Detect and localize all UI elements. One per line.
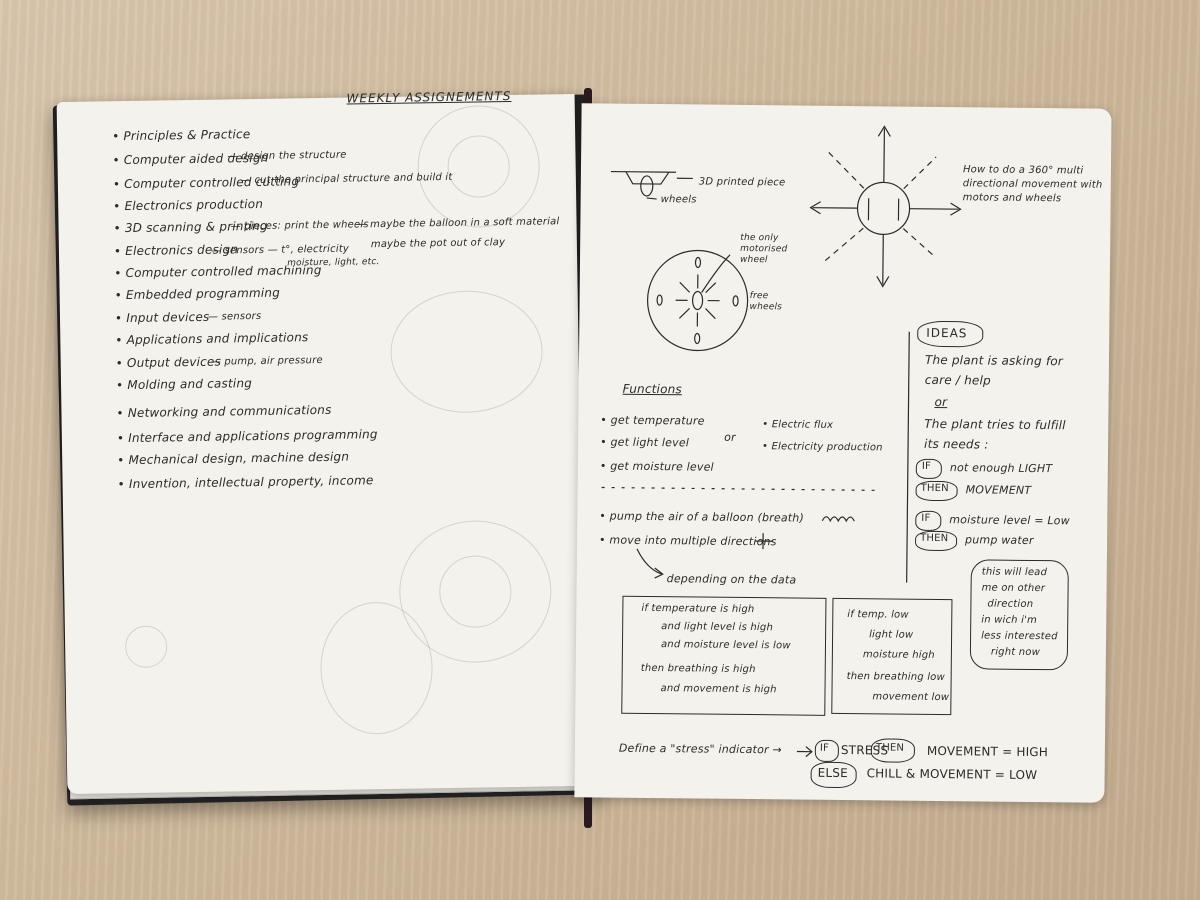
bubble-line: me on other xyxy=(981,582,1046,595)
movement-high: MOVEMENT = HIGH xyxy=(926,743,1049,760)
note: — design the structure xyxy=(227,149,347,163)
ideas-bubble: IDEAS xyxy=(917,320,984,348)
bubble-line: direction xyxy=(987,598,1034,611)
list-item: • Interface and applications programming xyxy=(116,427,378,446)
condition-line: then breathing is high xyxy=(640,662,756,676)
or-label: or xyxy=(724,430,736,444)
function-item: • get temperature xyxy=(600,413,705,428)
list-item: • Embedded programming xyxy=(114,285,281,303)
movement-low: CHILL & MOVEMENT = LOW xyxy=(866,766,1038,783)
right-page: 3D printed piece wheels the only motoris… xyxy=(574,103,1112,803)
wheel-diagram xyxy=(646,249,749,352)
movement-question: How to do a 360° multi directional movem… xyxy=(962,164,1103,205)
note: — sensors xyxy=(207,310,262,323)
movement-diagram xyxy=(809,125,962,288)
condition-line: and light level is high xyxy=(661,621,774,634)
condition-line: moisture high xyxy=(862,649,935,661)
condition-line: movement low xyxy=(872,691,950,704)
list-item: • Invention, intellectual property, inco… xyxy=(117,473,374,492)
ghost-circle xyxy=(389,289,544,414)
list-item: • Computer controlled machining xyxy=(114,262,322,281)
condition-box-high: if temperature is high and light level i… xyxy=(621,595,827,716)
action-item: • pump the air of a balloon (breath) xyxy=(599,509,805,525)
list-item: • Electronics production xyxy=(113,196,264,214)
list-item: • Input devices xyxy=(114,309,210,326)
stress-define: Define a "stress" indicator → xyxy=(618,741,782,757)
note: maybe the pot out of clay xyxy=(370,237,506,251)
condition-box-low: if temp. low light low moisture high the… xyxy=(831,597,953,716)
then-bubble: THEN xyxy=(870,738,916,763)
free-wheels-label: free wheels xyxy=(749,291,783,313)
then-label: THEN xyxy=(875,742,905,754)
motorised-wheel-label: the only motorised wheel xyxy=(739,232,788,266)
electric-item: • Electricity production xyxy=(762,441,883,454)
function-item: • get moisture level xyxy=(599,459,714,474)
wheels-label: wheels xyxy=(660,194,697,206)
else-label: ELSE xyxy=(817,765,849,781)
idea-line: care / help xyxy=(924,372,991,388)
ghost-circle xyxy=(319,601,434,736)
rule-action: pump water xyxy=(965,533,1034,548)
function-item: • get light level xyxy=(600,435,690,450)
action-item: • move into multiple directions xyxy=(599,533,777,549)
if-label: IF xyxy=(921,460,932,472)
note: — sensors — t°, electricity xyxy=(210,243,350,257)
list-item: • Networking and communications xyxy=(116,402,332,421)
list-item: • Molding and casting xyxy=(115,376,253,393)
else-bubble: ELSE xyxy=(810,761,857,789)
bubble-line: this will lead xyxy=(981,566,1048,579)
then-bubble: THEN xyxy=(914,530,958,552)
page-title: WEEKLY ASSIGNEMENTS xyxy=(346,88,512,106)
list-item: • Applications and implications xyxy=(115,330,309,348)
rule-condition: not enough LIGHT xyxy=(949,461,1053,476)
condition-line: then breathing low xyxy=(846,671,945,684)
condition-line: if temp. low xyxy=(847,609,909,621)
then-label: THEN xyxy=(920,482,949,495)
note: — maybe the balloon in a soft material xyxy=(356,216,560,231)
ghost-circle xyxy=(124,625,168,669)
condition-line: light low xyxy=(869,629,914,641)
then-bubble: THEN xyxy=(915,480,958,502)
idea-line: The plant is asking for xyxy=(924,352,1064,369)
idea-line: its needs : xyxy=(924,436,989,452)
if-bubble: IF xyxy=(915,510,942,532)
note: — pieces: print the wheels xyxy=(230,219,369,233)
if-label: IF xyxy=(819,742,830,754)
note: — pump, air pressure xyxy=(210,354,323,368)
if-label: IF xyxy=(921,512,931,524)
idea-line: The plant tries to fulfill xyxy=(924,416,1066,433)
list-item: • Mechanical design, machine design xyxy=(117,449,350,468)
electric-item: • Electric flux xyxy=(762,419,834,431)
printed-piece-sketch xyxy=(610,170,693,200)
rule-action: MOVEMENT xyxy=(965,483,1032,497)
list-item: • Principles & Practice xyxy=(112,127,251,144)
if-bubble: IF xyxy=(915,458,942,480)
condition-line: and movement is high xyxy=(660,683,777,696)
sketch-layer xyxy=(601,125,962,758)
left-page: WEEKLY ASSIGNEMENTS • Principles & Pract… xyxy=(56,89,586,795)
speech-bubble: this will lead me on other direction in … xyxy=(969,559,1069,671)
then-label: THEN xyxy=(920,532,949,545)
bubble-line: right now xyxy=(990,646,1041,659)
ideas-title: IDEAS xyxy=(926,325,968,341)
condition-line: if temperature is high xyxy=(641,602,755,616)
idea-line: or xyxy=(934,394,948,410)
condition-line: and moisture level is low xyxy=(660,639,791,652)
list-item: • Output devices xyxy=(115,354,222,371)
bubble-line: less interested xyxy=(981,630,1058,643)
printed-piece-label: 3D printed piece xyxy=(698,176,786,189)
functions-title: Functions xyxy=(622,381,682,397)
depending-label: depending on the data xyxy=(666,572,797,587)
bubble-line: in wich i'm xyxy=(981,614,1038,627)
if-bubble: IF xyxy=(814,739,839,762)
divider-line xyxy=(906,331,910,583)
rule-condition: moisture level = Low xyxy=(949,513,1070,528)
